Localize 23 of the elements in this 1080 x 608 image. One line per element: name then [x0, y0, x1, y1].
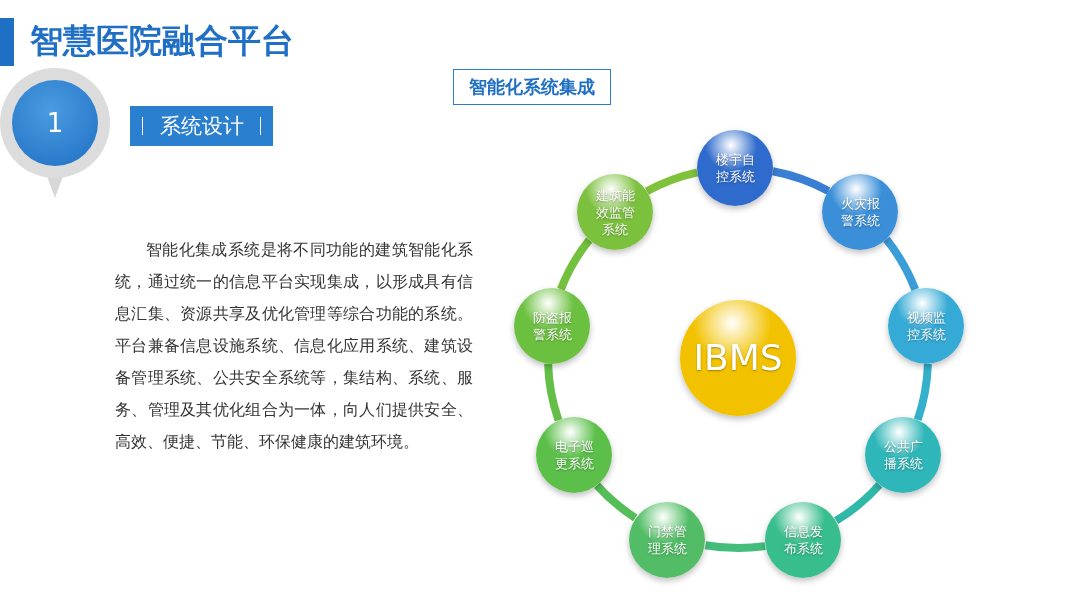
system-circle: 火灾报警系统	[822, 174, 898, 250]
center-circle: IBMS	[680, 300, 796, 416]
system-circle: 楼宇自控系统	[697, 130, 773, 206]
system-circle: 电子巡更系统	[536, 417, 612, 493]
ring-connector	[557, 237, 593, 291]
description-paragraph: 智能化集成系统是将不同功能的建筑智能化系统，通过统一的信息平台实现集成，以形成具有信息汇集、资源共享及优化管理等综合功能的系统。平台兼备信息设施系统、信息化应用系统、建筑设备管理系统、公共安全系统等，集结构、系统、服务、管理及其优化组合为一体，向人们提供安全、高效、便捷、节能、环保健康的建筑环境。	[115, 240, 473, 453]
system-circle: 视频监控系统	[888, 288, 964, 364]
system-circle: 防盗报警系统	[514, 288, 590, 364]
ring-connector	[771, 167, 831, 195]
ring-connector	[834, 482, 883, 525]
system-circle: 信息发布系统	[765, 502, 841, 578]
heading-box: 智能化系统集成	[453, 69, 611, 105]
section-heading: 系统设计	[130, 106, 273, 146]
ring-connector	[883, 236, 919, 292]
ring-connector	[913, 363, 932, 421]
ring-connector	[704, 541, 766, 552]
system-circle: 公共广播系统	[865, 417, 941, 493]
title: 智慧医院融合平台	[30, 20, 294, 62]
ring-connector	[544, 363, 563, 422]
ring-connector	[645, 168, 699, 195]
system-circle: 门禁管理系统	[629, 502, 705, 578]
ring-connector	[594, 482, 638, 522]
system-circle: 建筑能效监管系统	[577, 174, 653, 250]
